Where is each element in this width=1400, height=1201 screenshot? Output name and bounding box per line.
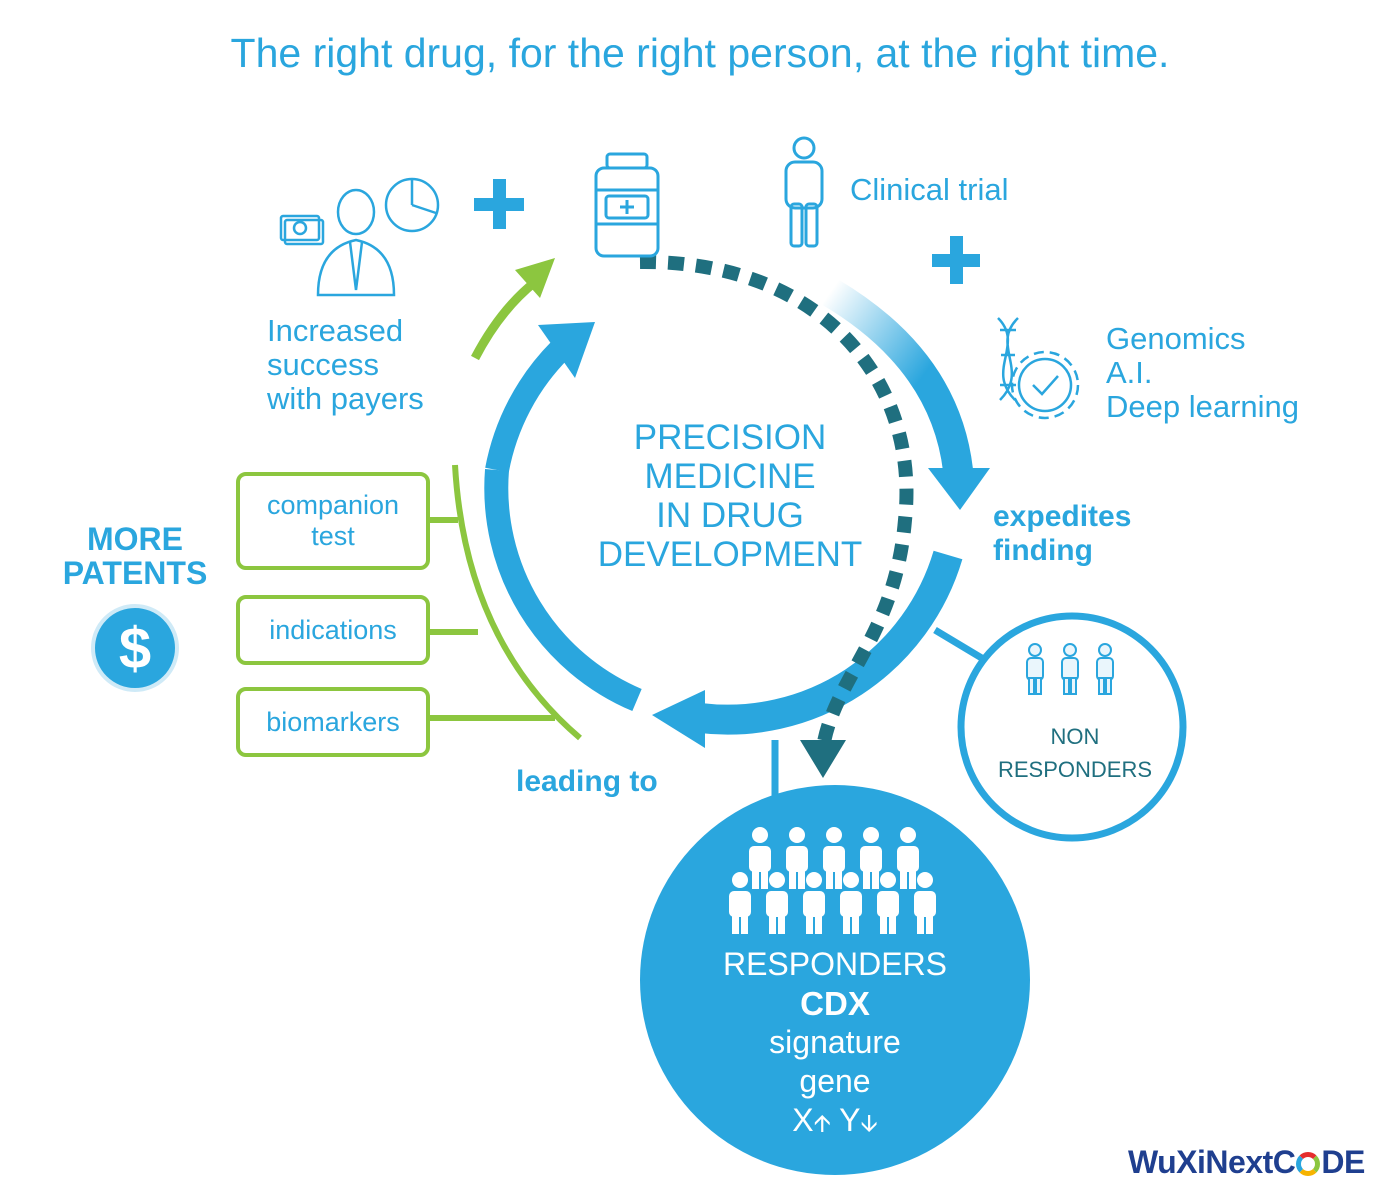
center-title: PRECISION MEDICINE IN DRUG DEVELOPMENT <box>555 418 905 574</box>
center-title-line3: IN DRUG <box>656 496 804 535</box>
dotted-arrowhead <box>800 740 846 778</box>
plus-icon-1 <box>474 179 524 229</box>
patents-line1: MORE <box>87 521 183 557</box>
non-responders-label: NON RESPONDERS <box>960 720 1190 786</box>
payers-line3: with payers <box>267 381 424 416</box>
biomarkers-box: biomarkers <box>236 687 430 757</box>
clinical-trial-label: Clinical trial <box>850 172 1009 207</box>
responders-label: RESPONDERS CDX signature gene X🡩 Y🡫 <box>640 945 1030 1143</box>
businessman-icon <box>279 177 440 297</box>
companion-test-box: companion test <box>236 472 430 570</box>
nonresponders-people-icon <box>1026 643 1114 695</box>
payers-label: Increased success with payers <box>267 314 424 416</box>
expedites-label: expedites finding <box>993 500 1131 568</box>
indications-box: indications <box>236 595 430 665</box>
dollar-icon <box>91 604 179 692</box>
arrowhead-up <box>538 322 595 378</box>
responders-crowd-icon <box>729 827 936 934</box>
connector-nonresponders <box>933 626 987 664</box>
responders-signature: signature <box>769 1024 901 1060</box>
companion-line1: companion <box>266 490 400 520</box>
leading-to-label: leading to <box>516 765 658 798</box>
up-arrow-icon: 🡩 <box>813 1110 831 1137</box>
responders-gene: gene <box>799 1063 871 1099</box>
cycle-arc-bottom <box>652 550 963 748</box>
page-title: The right drug, for the right person, at… <box>230 30 1170 76</box>
center-title-line2: MEDICINE <box>644 457 816 496</box>
indications-label: indications <box>269 614 397 645</box>
gene-y-label: Y <box>839 1102 861 1138</box>
green-bracket <box>422 464 582 741</box>
patents-line2: PATENTS <box>62 555 208 591</box>
genomics-label: Genomics A.I. Deep learning <box>1106 322 1299 424</box>
arrowhead-down <box>928 468 990 510</box>
green-arrow <box>471 258 555 361</box>
biomarkers-label: biomarkers <box>266 706 400 737</box>
dollar-glyph: $ <box>119 616 151 681</box>
cycle-arc-left <box>484 322 642 712</box>
more-patents-label: MORE PATENTS <box>40 522 230 590</box>
down-arrow-icon: 🡫 <box>860 1110 878 1137</box>
nonresponders-circle <box>957 612 1187 842</box>
person-icon <box>784 136 824 248</box>
medicine-bottle-icon <box>594 152 660 258</box>
dotted-path <box>639 254 914 778</box>
companion-line2: test <box>311 521 355 551</box>
cycle-arc-right <box>822 279 990 510</box>
center-title-line4: DEVELOPMENT <box>597 535 863 574</box>
genomics-line2: A.I. <box>1106 355 1153 390</box>
payers-line2: success <box>267 347 379 382</box>
genomics-line1: Genomics <box>1106 321 1246 356</box>
responders-cdx: CDX <box>800 985 870 1022</box>
non-responders-line1: NON <box>1050 724 1100 749</box>
expedites-line1: expedites <box>993 500 1132 533</box>
logo-ring-icon <box>1296 1152 1321 1176</box>
expedites-line2: finding <box>993 534 1093 567</box>
gene-x-label: X <box>792 1102 814 1138</box>
arrowhead-left <box>652 690 705 748</box>
responders-xy: X🡩 Y🡫 <box>640 1101 1030 1143</box>
logo-text-2: DE <box>1321 1144 1365 1180</box>
payers-line1: Increased <box>267 313 404 348</box>
wuxinextcode-logo: WuXiNextC DE <box>1128 1144 1365 1181</box>
dna-gear-icon <box>997 317 1080 420</box>
center-title-line1: PRECISION <box>633 418 827 457</box>
plus-icon-2 <box>932 236 980 284</box>
logo-text-1: WuXiNextC <box>1128 1144 1296 1180</box>
genomics-line3: Deep learning <box>1106 389 1300 424</box>
non-responders-line2: RESPONDERS <box>997 757 1153 782</box>
responders-line1: RESPONDERS <box>722 946 948 982</box>
